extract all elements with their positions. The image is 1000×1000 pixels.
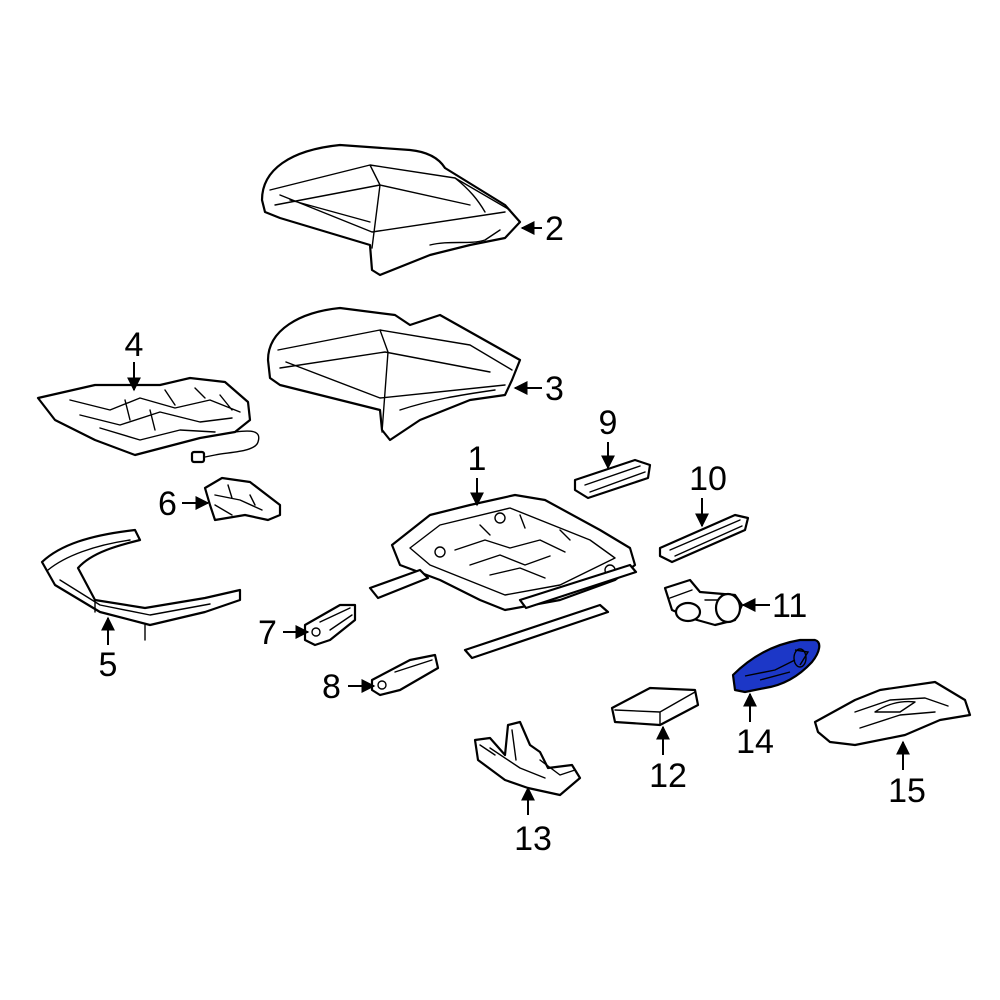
callout-8: 8 bbox=[322, 668, 376, 706]
part-9-rail[interactable] bbox=[573, 458, 652, 500]
svg-text:13: 13 bbox=[514, 820, 552, 858]
callout-3: 3 bbox=[513, 370, 564, 408]
svg-text:12: 12 bbox=[649, 757, 687, 795]
svg-text:4: 4 bbox=[125, 326, 144, 364]
part-10-rail[interactable] bbox=[658, 513, 750, 564]
part-13-support-bracket[interactable] bbox=[473, 720, 582, 797]
svg-text:9: 9 bbox=[599, 404, 618, 442]
part-2-seat-cover[interactable] bbox=[260, 143, 522, 277]
svg-text:7: 7 bbox=[258, 614, 277, 652]
part-14-seat-switch[interactable] bbox=[731, 638, 821, 694]
callout-12: 12 bbox=[649, 725, 687, 795]
callout-11: 11 bbox=[741, 587, 807, 625]
part-4-heating-mat[interactable] bbox=[36, 376, 260, 464]
part-15-switch-cover[interactable] bbox=[813, 680, 972, 747]
part-6-bracket[interactable] bbox=[203, 476, 282, 522]
svg-text:8: 8 bbox=[322, 668, 341, 706]
callout-13: 13 bbox=[514, 786, 552, 858]
svg-text:10: 10 bbox=[689, 460, 727, 498]
part-5-trim-frame[interactable] bbox=[40, 528, 242, 641]
svg-text:3: 3 bbox=[545, 370, 564, 408]
part-8-bracket[interactable] bbox=[370, 653, 440, 697]
svg-text:5: 5 bbox=[99, 646, 118, 684]
part-12-module[interactable] bbox=[610, 686, 700, 727]
part-3-seat-pad[interactable] bbox=[266, 306, 522, 442]
callout-7: 7 bbox=[258, 614, 310, 652]
svg-text:1: 1 bbox=[468, 440, 487, 478]
svg-text:6: 6 bbox=[158, 485, 177, 523]
callout-14: 14 bbox=[736, 692, 774, 761]
callout-4: 4 bbox=[125, 326, 144, 392]
callout-9: 9 bbox=[599, 404, 618, 470]
callout-15: 15 bbox=[888, 740, 926, 810]
part-7-bracket[interactable] bbox=[303, 603, 357, 647]
svg-text:15: 15 bbox=[888, 772, 926, 810]
part-1-seat-frame[interactable] bbox=[368, 493, 638, 660]
callout-5: 5 bbox=[99, 616, 118, 684]
svg-text:14: 14 bbox=[736, 723, 774, 761]
callout-10: 10 bbox=[689, 460, 727, 528]
svg-text:11: 11 bbox=[772, 587, 807, 625]
part-11-motor[interactable] bbox=[663, 578, 744, 627]
svg-text:2: 2 bbox=[545, 210, 564, 248]
callout-2: 2 bbox=[520, 210, 564, 248]
callout-6: 6 bbox=[158, 485, 210, 523]
callout-1: 1 bbox=[468, 440, 487, 507]
